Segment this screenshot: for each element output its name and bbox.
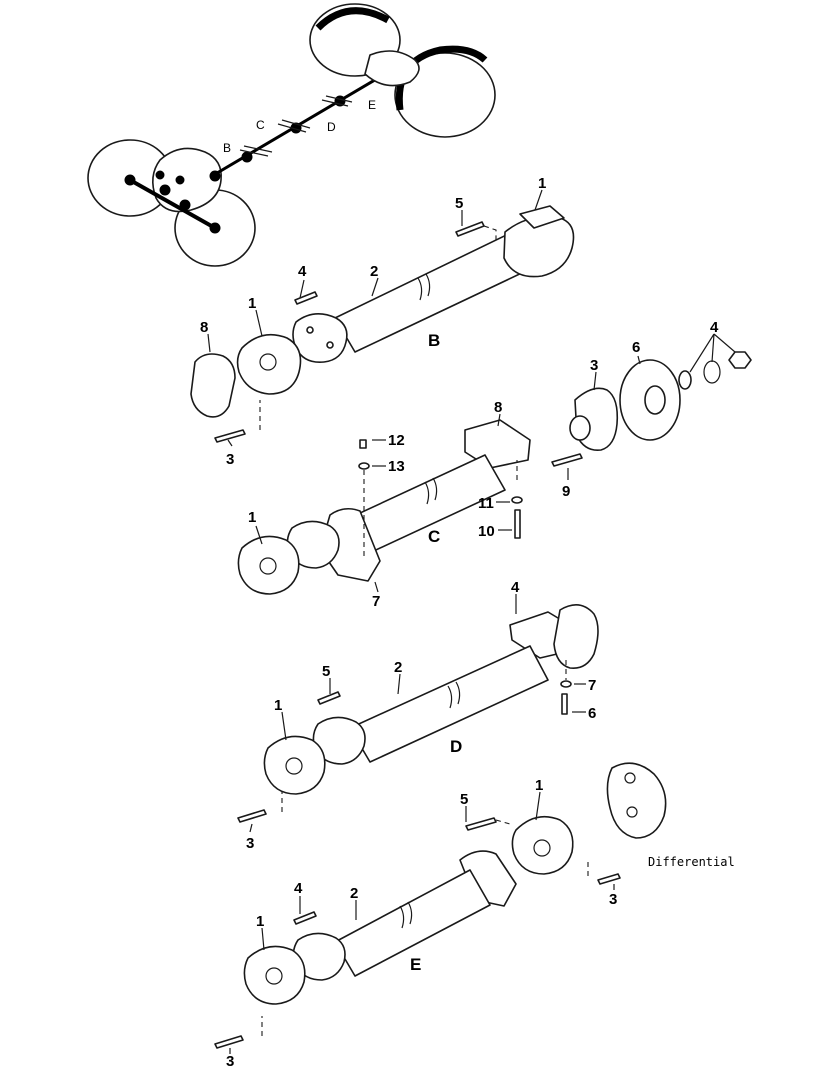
e-callout-5: 5 <box>460 791 468 808</box>
rear-right-wheel <box>394 52 496 138</box>
overview-letter-b: B <box>223 141 231 155</box>
c-snap-ring <box>703 360 721 384</box>
e-callout-1-rear: 1 <box>535 777 543 794</box>
d-callout-2: 2 <box>394 659 402 676</box>
assembly-d: 4 2 5 1 7 6 3 D <box>237 579 599 852</box>
c-washer-13 <box>358 462 370 470</box>
b-flange-yoke <box>292 313 348 364</box>
c-washer <box>678 370 692 390</box>
differential-label: Differential <box>648 855 735 869</box>
d-callout-3: 3 <box>246 835 254 852</box>
e-callout-1-front: 1 <box>256 913 264 930</box>
b-bolt-5 <box>455 221 485 237</box>
d-callout-5: 5 <box>322 663 330 680</box>
c-bolt-10 <box>514 509 521 539</box>
c-flexible-coupling <box>237 535 300 595</box>
b-callout-3: 3 <box>226 451 234 468</box>
c-callout-3: 3 <box>590 357 598 374</box>
b-companion-yoke <box>190 353 236 418</box>
e-callout-3-front: 3 <box>226 1053 234 1070</box>
d-washer-7 <box>560 680 572 688</box>
d-bolt-6 <box>561 693 568 715</box>
b-callout-1-top: 1 <box>538 175 546 192</box>
c-bolt-12 <box>359 439 367 449</box>
b-bolt-3 <box>214 429 246 443</box>
d-callout-7: 7 <box>588 677 596 694</box>
e-bolt-4 <box>293 911 317 925</box>
c-callout-1: 1 <box>248 509 256 526</box>
e-callout-4: 4 <box>294 880 303 897</box>
overview-driveline: B C D E <box>87 3 496 267</box>
c-callout-6: 6 <box>632 339 640 356</box>
assembly-b: 1 2 1 4 5 8 3 B <box>190 175 575 468</box>
d-flexible-coupling <box>263 735 326 795</box>
b-callout-2: 2 <box>370 263 378 280</box>
d-callout-4: 4 <box>511 579 520 596</box>
e-bolt-3-rear <box>597 873 621 885</box>
e-differential-yoke <box>606 762 667 839</box>
c-bolt-9 <box>551 453 583 467</box>
b-callout-8: 8 <box>200 319 208 336</box>
assembly-c: 8 3 6 4 12 13 9 11 10 1 7 C <box>237 319 752 610</box>
d-callout-1: 1 <box>274 697 282 714</box>
c-callout-10: 10 <box>478 523 495 540</box>
e-callout-3-rear: 3 <box>609 891 617 908</box>
b-section-label: B <box>428 331 440 350</box>
front-axle-shaft <box>129 178 216 230</box>
b-callout-1: 1 <box>248 295 256 312</box>
c-nut <box>728 351 752 369</box>
b-bolt-4 <box>294 291 318 305</box>
overview-letter-d: D <box>327 120 336 134</box>
c-washer-11 <box>511 496 523 504</box>
c-callout-12: 12 <box>388 432 405 449</box>
b-flexible-coupling <box>236 333 302 395</box>
c-callout-13: 13 <box>388 458 405 475</box>
e-rear-flexible-coupling <box>511 815 574 875</box>
d-section-label: D <box>450 737 462 756</box>
e-front-flexible-coupling <box>243 945 306 1005</box>
c-callout-7: 7 <box>372 593 380 610</box>
e-bolt-5 <box>465 817 497 831</box>
e-callout-2: 2 <box>350 885 358 902</box>
e-bolt-3-front <box>214 1035 244 1049</box>
assembly-e: 5 1 4 2 1 3 3 E Differential <box>214 762 735 1070</box>
overview-letter-e: E <box>368 98 376 112</box>
b-callout-4: 4 <box>298 263 307 280</box>
rear-axle-housing <box>364 50 420 87</box>
c-callout-9: 9 <box>562 483 570 500</box>
c-center-bearing-7 <box>319 507 381 582</box>
d-callout-6: 6 <box>588 705 596 722</box>
d-bolt-3 <box>237 809 267 823</box>
d-rear-yoke <box>553 604 599 670</box>
e-propshaft-tube <box>334 869 491 977</box>
c-callout-4: 4 <box>710 319 719 336</box>
c-section-label: C <box>428 527 440 546</box>
b-callout-5: 5 <box>455 195 463 212</box>
overview-letter-c: C <box>256 118 265 132</box>
c-callout-11: 11 <box>478 495 494 512</box>
d-bolt-5 <box>317 691 341 705</box>
e-section-label: E <box>410 955 421 974</box>
c-callout-8: 8 <box>494 399 502 416</box>
d-propshaft-tube <box>349 645 549 763</box>
